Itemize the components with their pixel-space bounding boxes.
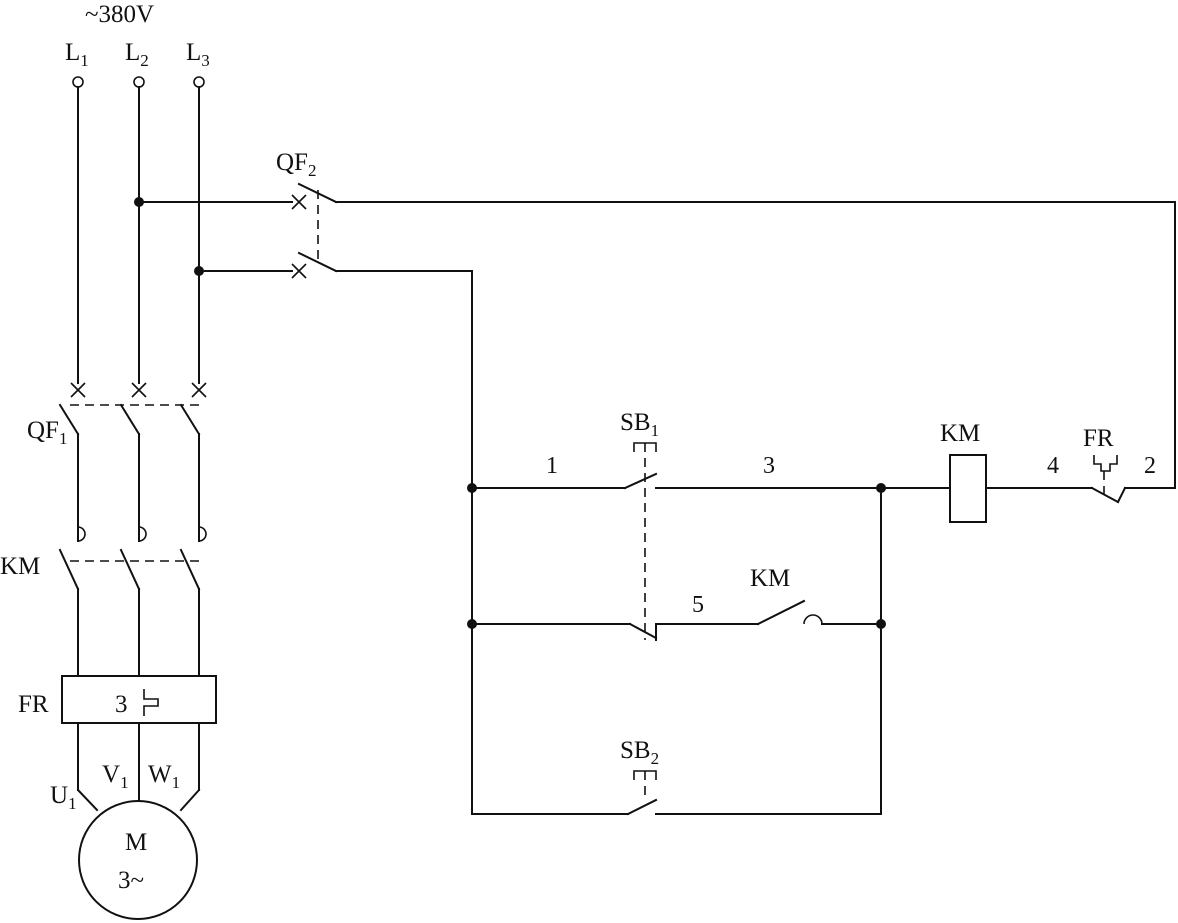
breaker-qf1: QF1 [27,382,207,507]
svg-text:KM: KM [750,565,790,592]
stop-button-sb1: SB1 [471,409,882,640]
node-5-label: 5 [692,592,704,618]
node-4-label: 4 [1047,453,1059,479]
svg-text:L3: L3 [186,39,210,70]
svg-text:FR: FR [1083,425,1114,452]
control-supply-taps [134,197,293,276]
terminal-l1: L1 [65,39,89,88]
svg-text:SB1: SB1 [620,409,659,440]
svg-text:SB2: SB2 [620,737,659,768]
thermal-relay-fr: FR 3 [18,675,217,724]
overload-contact-fr: FR [1083,425,1127,504]
main-contactor-km: KM [0,505,207,677]
svg-text:KM: KM [0,553,40,580]
node-2-label: 2 [1144,453,1156,479]
motor-terminal-u: U [50,782,68,809]
holding-contact-km: KM [750,565,882,626]
supply-conductors [77,86,200,384]
node-3-label: 3 [763,453,775,479]
terminal-l2: L2 [125,39,149,88]
svg-text:L1: L1 [65,39,89,70]
svg-text:M: M [125,829,147,856]
svg-text:3~: 3~ [118,867,144,894]
coil-km: KM [880,420,1093,523]
node-1-label: 1 [546,453,558,479]
svg-text:W1: W1 [148,761,180,792]
motor-leads: U1 V1 W1 [50,722,201,813]
start-button-sb2: SB2 [471,737,882,816]
terminal-l3: L3 [186,39,210,88]
sb1-no-contact [471,622,759,641]
motor-terminal-v: V [102,761,120,788]
svg-text:KM: KM [940,420,980,447]
svg-text:V1: V1 [102,761,129,792]
svg-text:3: 3 [115,691,128,718]
svg-text:QF2: QF2 [276,149,316,180]
svg-text:L2: L2 [125,39,149,70]
supply-voltage-label: ~380V [85,1,154,28]
breaker-qf2: QF2 [276,149,1176,279]
control-wiring [467,201,1176,815]
svg-text:QF1: QF1 [27,417,67,448]
motor-terminal-w: W [148,761,172,788]
motor-m: M 3~ [78,800,198,920]
svg-text:U1: U1 [50,782,77,813]
svg-text:FR: FR [18,691,49,718]
